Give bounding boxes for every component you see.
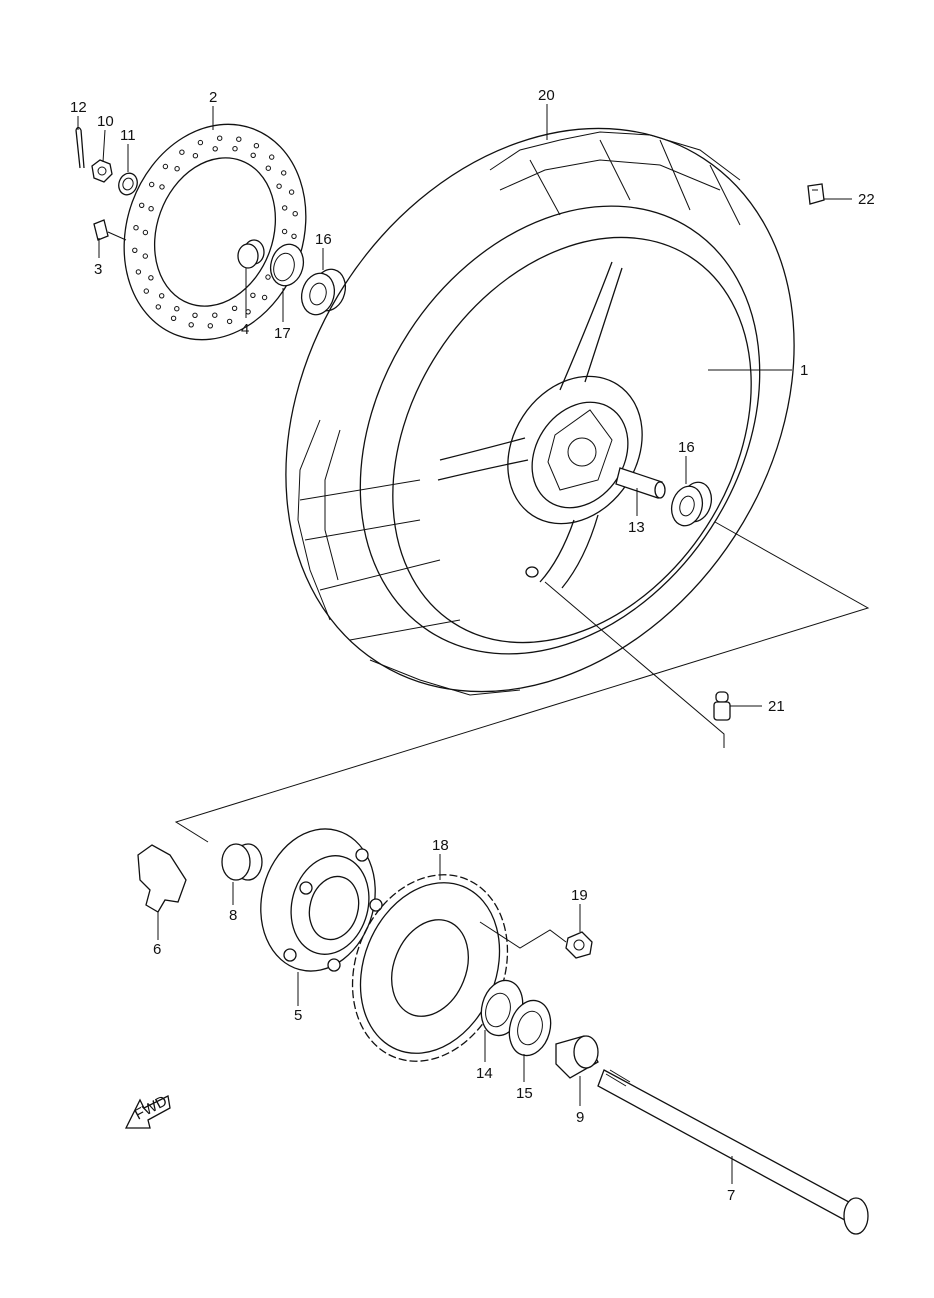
disc-hole — [192, 153, 199, 159]
disc-hole — [188, 322, 194, 328]
callout-4: 4 — [241, 321, 249, 338]
callout-21: 21 — [768, 698, 785, 715]
disc-hole — [139, 202, 145, 209]
tire-valve — [713, 691, 731, 721]
callout-13: 13 — [628, 519, 645, 536]
disc-hole — [288, 189, 295, 195]
disc-hole — [149, 181, 155, 188]
bearing-16-lower — [670, 481, 713, 527]
disc-hole — [291, 233, 297, 240]
disc-spacer — [237, 239, 265, 269]
disc-bolt — [93, 219, 127, 241]
disc-hole — [174, 166, 180, 172]
fwd-arrow-icon: FWD — [124, 1092, 171, 1129]
disc-hole — [232, 146, 238, 152]
disc-hole — [250, 292, 256, 298]
disc-hole — [282, 205, 288, 211]
callout-16-upper: 16 — [315, 231, 332, 248]
washer — [118, 172, 138, 196]
callout-10: 10 — [97, 113, 114, 130]
disc-hole — [148, 275, 154, 281]
clip-22 — [807, 183, 825, 205]
damper-6 — [137, 844, 187, 913]
spacer-9 — [555, 1035, 599, 1079]
callout-9: 9 — [576, 1109, 584, 1126]
callout-12: 12 — [70, 99, 87, 116]
disc-hole — [142, 253, 149, 259]
callout-18: 18 — [432, 837, 449, 854]
disc-hole — [133, 225, 139, 231]
castle-nut — [91, 159, 113, 183]
callout-8: 8 — [229, 907, 237, 924]
disc-hole — [212, 146, 218, 152]
callout-7: 7 — [727, 1187, 735, 1204]
disc-hole — [236, 136, 242, 142]
disc-hole — [170, 315, 177, 321]
disc-hole — [245, 309, 251, 315]
disc-hole — [261, 294, 268, 301]
callout-2: 2 — [209, 89, 217, 106]
assembly-lines — [174, 521, 870, 843]
disc-hole — [253, 143, 260, 149]
disc-hole — [269, 154, 275, 160]
disc-hole — [179, 149, 185, 155]
disc-hole — [281, 228, 288, 235]
disc-hole — [250, 152, 256, 159]
callout-11: 11 — [120, 127, 136, 144]
disc-hole — [276, 183, 282, 189]
callout-14: 14 — [476, 1065, 493, 1082]
callout-1: 1 — [800, 362, 808, 379]
callout-15: 15 — [516, 1085, 533, 1102]
spacer-8 — [221, 843, 263, 881]
callout-5: 5 — [294, 1007, 302, 1024]
disc-hole — [132, 247, 138, 254]
disc-hole — [217, 135, 223, 141]
cotter-pin — [75, 126, 85, 169]
disc-hole — [292, 211, 298, 217]
disc-hole — [155, 304, 162, 310]
disc-hole — [226, 318, 233, 325]
rear-axle-7 — [597, 1069, 869, 1235]
disc-hole — [135, 269, 142, 275]
bearing-16-upper — [300, 268, 347, 316]
leader-lines — [77, 104, 852, 1184]
disc-hole — [142, 229, 149, 236]
callout-19: 19 — [571, 887, 588, 904]
callout-17: 17 — [274, 325, 291, 342]
disc-hole — [212, 312, 218, 318]
disc-hole — [174, 306, 180, 312]
disc-hole — [231, 305, 238, 311]
disc-hole — [281, 170, 287, 176]
callout-20: 20 — [538, 87, 555, 104]
disc-hole — [159, 184, 165, 190]
disc-hole — [148, 206, 154, 212]
oil-seal-15 — [508, 999, 552, 1057]
nut-19 — [479, 921, 593, 959]
disc-hole — [207, 323, 214, 329]
rear-wheel — [285, 127, 795, 696]
disc-hole — [265, 274, 271, 280]
disc-hole — [265, 165, 271, 171]
oil-seal-17 — [269, 243, 305, 287]
disc-hole — [197, 139, 204, 146]
sprocket-hub-5 — [260, 828, 383, 972]
callouts: 12 10 11 2 3 4 17 16 20 22 1 16 13 21 18… — [70, 87, 875, 1204]
disc-hole — [192, 312, 198, 318]
callout-6: 6 — [153, 941, 161, 958]
callout-16-lower: 16 — [678, 439, 695, 456]
disc-hole — [159, 293, 165, 299]
disc-hole — [143, 288, 150, 294]
callout-3: 3 — [94, 261, 102, 278]
callout-22: 22 — [858, 191, 875, 208]
disc-hole — [162, 163, 169, 170]
